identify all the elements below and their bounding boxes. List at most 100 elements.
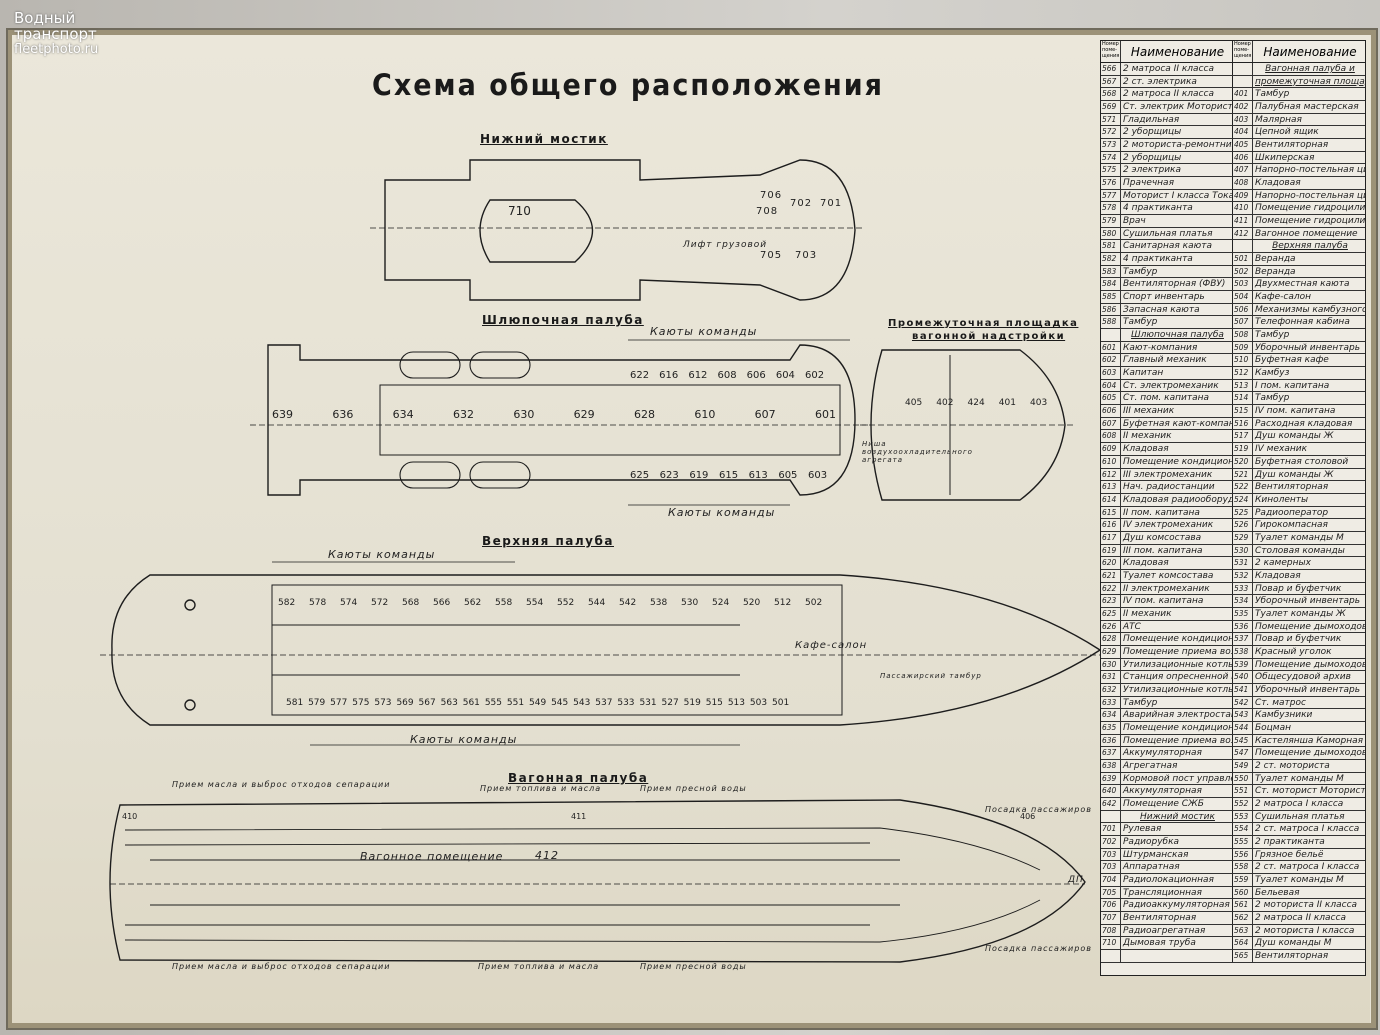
- room-number: 547: [1233, 747, 1253, 759]
- room-label: 515: [705, 698, 723, 708]
- room-name: Врач: [1121, 215, 1233, 227]
- room-name: Запасная каюта: [1121, 303, 1233, 316]
- room-name: Станция опресненной воды: [1121, 671, 1233, 683]
- room-number: 637: [1101, 747, 1121, 759]
- room-name: IV электромеханик: [1121, 519, 1233, 531]
- room-label: 608: [717, 370, 737, 381]
- room-label: 551: [506, 698, 525, 708]
- room-label: 574: [340, 598, 358, 608]
- room-label: 533: [617, 698, 635, 708]
- room-label: 575: [352, 698, 370, 708]
- room-label: 708: [756, 206, 779, 217]
- room-label: 562: [464, 598, 482, 608]
- room-name: II механик: [1121, 607, 1233, 620]
- room-name: Шлюпочная палуба: [1121, 329, 1233, 341]
- room-number: 542: [1233, 696, 1253, 709]
- room-name: Помещение СЖБ: [1121, 797, 1233, 810]
- room-number: 623: [1101, 595, 1121, 607]
- room-number: 509: [1233, 341, 1253, 354]
- room-name: 2 ст. матроса I класса: [1255, 824, 1360, 835]
- room-name: II электромеханик: [1121, 582, 1233, 595]
- room-number: 639: [1101, 772, 1121, 785]
- room-name: Общесудовой архив: [1255, 672, 1351, 683]
- car-hall-number: 412: [535, 849, 559, 862]
- room-number: 710: [1101, 937, 1121, 950]
- room-label: 531: [639, 698, 657, 708]
- room-number: 559: [1233, 874, 1253, 886]
- room-number: 550: [1233, 772, 1253, 785]
- upper-deck-label: Верхняя палуба: [482, 534, 614, 548]
- room-number: 701: [1101, 823, 1121, 835]
- room-name: I пом. капитана: [1255, 380, 1330, 391]
- room-label: 406: [1020, 812, 1036, 821]
- room-number: 525: [1233, 506, 1253, 519]
- room-label: 520: [743, 598, 761, 608]
- room-number: 567: [1101, 75, 1121, 88]
- room-number: 543: [1233, 709, 1253, 721]
- room-number: 529: [1233, 531, 1253, 544]
- room-name: Расходная кладовая: [1255, 418, 1353, 429]
- room-label: 601: [815, 408, 836, 421]
- room-name: Гладильная: [1121, 113, 1233, 126]
- room-name: III механик: [1121, 405, 1233, 417]
- room-label: 632: [453, 408, 474, 421]
- room-name: Камбузники: [1255, 710, 1313, 721]
- room-label: 628: [634, 408, 655, 421]
- room-number: 539: [1233, 658, 1253, 671]
- room-name: 2 моториста I класса: [1255, 925, 1355, 936]
- room-number: 541: [1233, 683, 1253, 696]
- room-number: 502: [1233, 265, 1253, 278]
- room-name: Уборочный инвентарь: [1255, 596, 1361, 607]
- room-number: 404: [1233, 126, 1253, 139]
- room-number: 563: [1233, 924, 1253, 937]
- room-label: 563: [440, 698, 458, 708]
- room-number: 634: [1101, 709, 1121, 721]
- room-label: 554: [526, 598, 544, 608]
- room-name: Помещение дымоходов: [1255, 659, 1365, 670]
- room-number: 615: [1101, 506, 1121, 519]
- room-number: 562: [1233, 912, 1253, 924]
- platform-label-2: вагонной надстройки: [912, 331, 1066, 342]
- room-label: 605: [778, 470, 798, 481]
- room-name: промежуточная площадка: [1255, 76, 1365, 87]
- room-name: Гирокомпасная: [1255, 520, 1328, 531]
- room-label: 577: [330, 698, 348, 708]
- room-number: 583: [1101, 265, 1121, 278]
- room-label: 537: [595, 698, 613, 708]
- room-name: Помещение гидроцилиндра: [1255, 216, 1365, 227]
- room-label: 623: [659, 470, 679, 481]
- room-number: 707: [1101, 912, 1121, 924]
- room-name: Аппаратная: [1121, 861, 1233, 873]
- room-number: 601: [1101, 341, 1121, 354]
- room-label: 615: [719, 470, 739, 481]
- room-name: Малярная: [1255, 114, 1302, 125]
- room-label: 612: [688, 370, 708, 381]
- room-name: Санитарная каюта: [1121, 240, 1233, 253]
- room-name: Красный уголок: [1255, 646, 1332, 657]
- room-label: 706: [760, 190, 783, 201]
- room-number: 412: [1233, 227, 1253, 240]
- room-name: Телефонная кабина: [1255, 317, 1350, 328]
- cafe-salon-label: Кафе-салон: [795, 640, 868, 651]
- room-label: 558: [495, 598, 513, 608]
- room-name: IV механик: [1255, 444, 1308, 455]
- room-name: Кладовая: [1121, 557, 1233, 569]
- room-label: 527: [661, 698, 679, 708]
- room-name: Кладовая радиооборудования: [1121, 493, 1233, 506]
- upper-cabins-bottom-label: Каюты команды: [410, 733, 518, 746]
